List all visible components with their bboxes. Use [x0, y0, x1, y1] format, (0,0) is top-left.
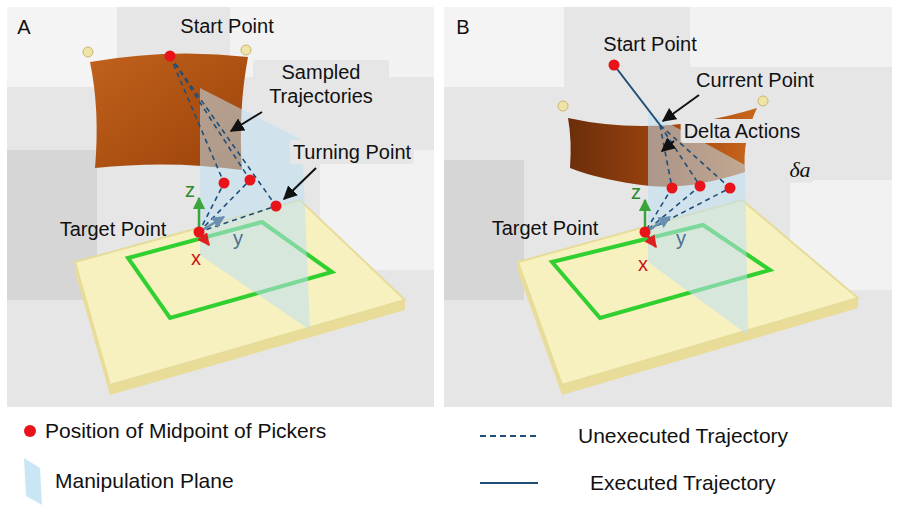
legend-line-sample: [480, 482, 538, 484]
legend-swatch: [24, 458, 42, 505]
legend-text: Executed Trajectory: [590, 471, 776, 495]
checker-tile: [690, 7, 892, 67]
picker-ball: [758, 96, 768, 106]
target-point: [194, 227, 205, 238]
turning-point: [725, 183, 736, 194]
leader-arrow: [284, 168, 316, 199]
start-point: [165, 51, 176, 62]
legend-text: Position of Midpoint of Pickers: [45, 419, 326, 443]
callout-label: Turning Point: [290, 140, 414, 164]
trajectory-line: [645, 125, 672, 232]
point-label: Start Point: [603, 32, 696, 56]
panel-letter: B: [456, 15, 469, 39]
math-symbol: δa: [786, 157, 813, 183]
axis-label: x: [191, 246, 201, 270]
axis-label: y: [676, 226, 686, 250]
panel-a: [7, 7, 434, 407]
manipulation-plane: [648, 112, 748, 335]
panel-letter: A: [17, 15, 30, 39]
callout-label: Current Point: [693, 68, 817, 92]
turning-point: [271, 201, 282, 212]
trajectory-line: [170, 56, 250, 232]
legend-text: Manipulation Plane: [55, 469, 234, 493]
turning-point: [245, 175, 256, 186]
turning-point: [219, 178, 230, 189]
legend-sample: [480, 436, 538, 437]
leader-arrow: [662, 141, 674, 151]
trajectory-line: [170, 56, 224, 232]
leader-arrow: [663, 95, 699, 121]
checker-tile: [444, 7, 564, 87]
callout-label: Sampled Trajectories: [253, 60, 389, 108]
leader-arrow: [231, 112, 262, 131]
manipulation-plane: [200, 88, 310, 330]
axis-label: z: [185, 178, 195, 202]
point-label: Target Point: [60, 217, 167, 241]
picker-ball: [83, 47, 93, 57]
start-point: [609, 60, 620, 71]
point-label: Target Point: [492, 216, 599, 240]
turning-point: [667, 183, 678, 194]
legend-sample: [24, 458, 42, 505]
picker-ball: [558, 101, 568, 111]
callout-label: Delta Actions: [681, 119, 804, 143]
legend-sample: [24, 425, 36, 437]
panel-ground: [7, 7, 434, 407]
point-label: Start Point: [180, 14, 273, 38]
axis-label: x: [638, 252, 648, 276]
panel-b: [444, 7, 892, 407]
axis-label: y: [233, 226, 243, 250]
executed-trajectory: [614, 65, 660, 125]
legend-line-sample: [480, 435, 538, 437]
target-point: [640, 227, 651, 238]
axis-label: z: [631, 180, 641, 204]
turning-point: [695, 181, 706, 192]
picker-ball: [241, 45, 251, 55]
panel-ground: [444, 7, 892, 407]
legend-swatch: [24, 425, 36, 437]
legend-sample: [480, 483, 538, 484]
legend-text: Unexecuted Trajectory: [578, 424, 788, 448]
